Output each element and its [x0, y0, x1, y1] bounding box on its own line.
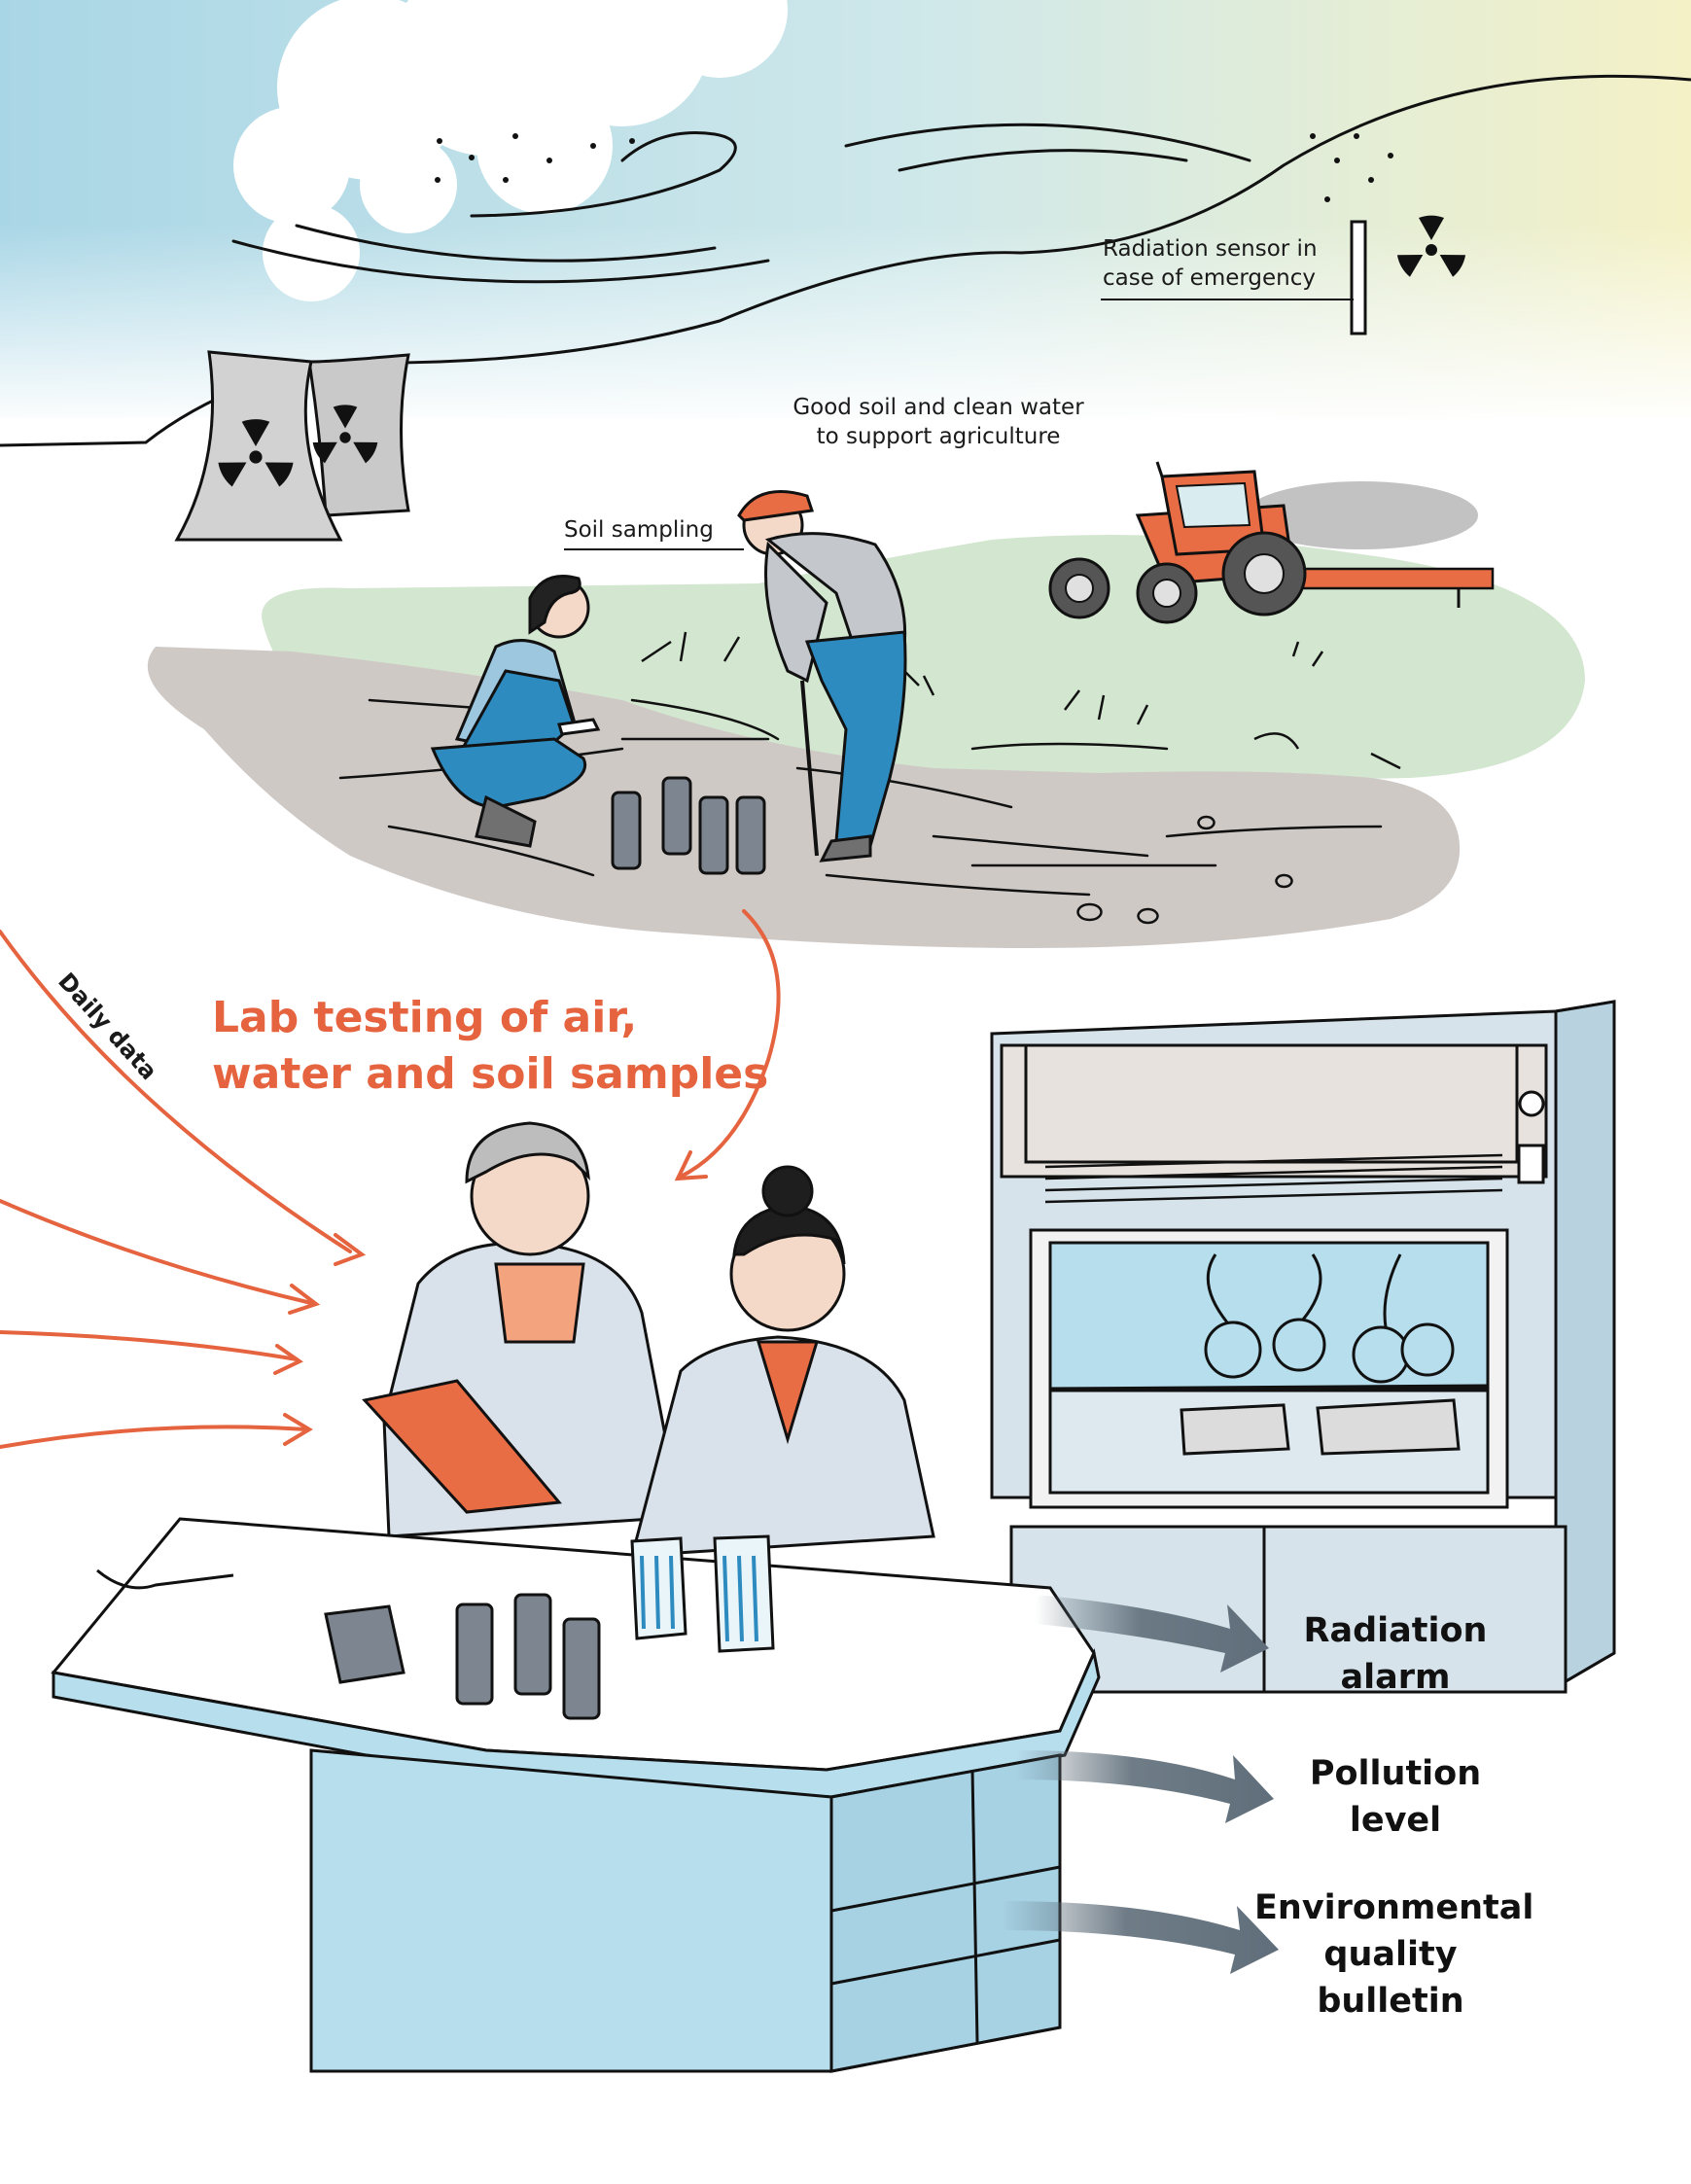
outcome-pollution-level-line2: level	[1264, 1797, 1527, 1844]
outcome-radiation-alarm-line2: alarm	[1264, 1654, 1527, 1701]
radiation-sensor-label: Radiation sensor in case of emergency	[1103, 234, 1318, 293]
lab-testing-heading: Lab testing of air, water and soil sampl…	[212, 990, 768, 1103]
lab-testing-heading-line1: Lab testing of air,	[212, 990, 768, 1046]
outcome-bulletin-line1: Environmental	[1254, 1885, 1527, 1931]
outcome-environmental-quality-bulletin: Environmental quality bulletin	[1254, 1885, 1527, 2025]
outcome-bulletin-line2: quality	[1254, 1931, 1527, 1978]
lab-bench	[53, 1519, 1099, 2071]
radiation-sensor-label-line2: case of emergency	[1103, 264, 1318, 293]
outcome-radiation-alarm-line1: Radiation	[1264, 1607, 1527, 1654]
cooling-towers	[177, 352, 408, 540]
outcome-bulletin-line3: bulletin	[1254, 1978, 1527, 2025]
radiation-sensor-label-line1: Radiation sensor in	[1103, 234, 1318, 264]
lab-testing-heading-line2: water and soil samples	[212, 1046, 768, 1103]
soil-sampling-label: Soil sampling	[564, 515, 744, 550]
outcome-radiation-alarm: Radiation alarm	[1264, 1607, 1527, 1701]
agriculture-label-line2: to support agriculture	[778, 422, 1099, 451]
outcome-pollution-level-line1: Pollution	[1264, 1750, 1527, 1797]
outcome-pollution-level: Pollution level	[1264, 1750, 1527, 1844]
fume-hood	[992, 1002, 1614, 1692]
agriculture-label: Good soil and clean water to support agr…	[778, 393, 1099, 451]
soil-sampling-text: Soil sampling	[564, 515, 744, 545]
agriculture-label-line1: Good soil and clean water	[778, 393, 1099, 422]
lab-scientists	[365, 1123, 934, 1556]
